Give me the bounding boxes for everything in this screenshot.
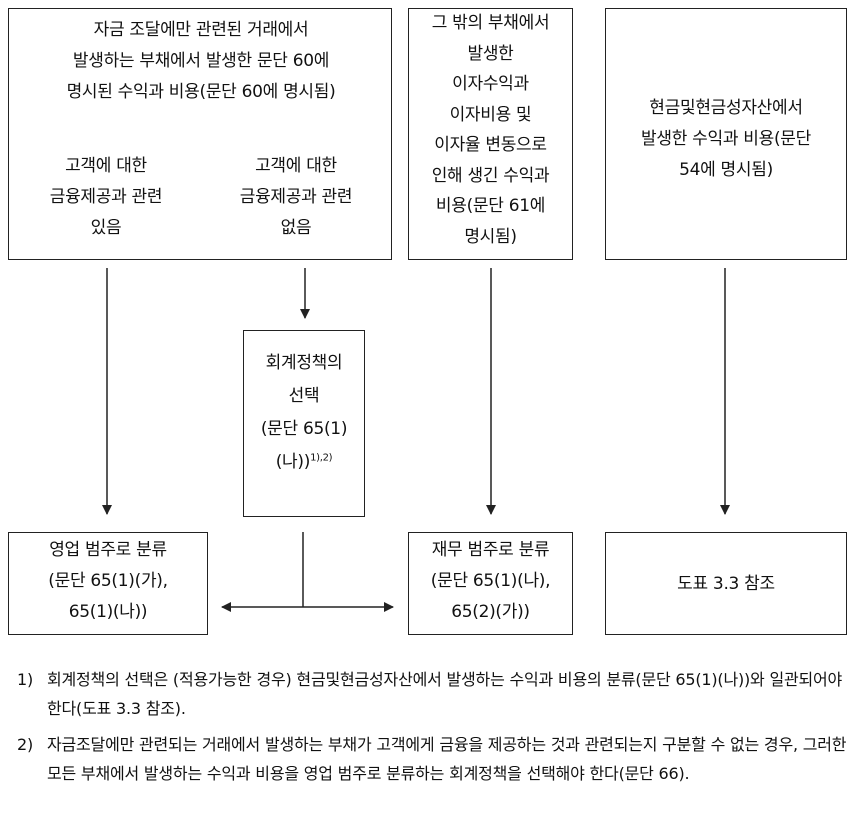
cash-equivalents-text: 현금및현금성자산에서 발생한 수익과 비용(문단 54에 명시됨): [641, 98, 811, 180]
customer-financing-unrelated-label: 고객에 대한 금융제공과 관련 없음: [239, 156, 353, 238]
operating-category-text: 영업 범주로 분류 (문단 65(1)(가), 65(1)(나)): [48, 540, 168, 622]
accounting-policy-box: 회계정책의 선택 (문단 65(1) (나))1),2): [243, 330, 365, 517]
footnote-2-text: 자금조달에만 관련되는 거래에서 발생하는 부채가 고객에게 금융을 제공하는 …: [47, 735, 847, 783]
footnote-2-number: 2): [17, 735, 34, 754]
other-liabilities-box: 그 밖의 부채에서 발생한 이자수익과 이자비용 및 이자율 변동으로 인해 생…: [408, 8, 573, 260]
customer-financing-related-label: 고객에 대한 금융제공과 관련 있음: [49, 156, 163, 238]
financing-liabilities-text: 자금 조달에만 관련된 거래에서 발생하는 부채에서 발생한 문단 60에 명시…: [66, 20, 336, 102]
footnote-ref: 1),2): [310, 452, 333, 464]
financial-category-text: 재무 범주로 분류 (문단 65(1)(나), 65(2)(가)): [430, 540, 551, 622]
financing-liabilities-box: 자금 조달에만 관련된 거래에서 발생하는 부채에서 발생한 문단 60에 명시…: [8, 8, 392, 260]
footnote-1-number: 1): [17, 670, 34, 689]
accounting-policy-text-cont: (나))1),2): [244, 446, 364, 479]
see-exhibit-box: 도표 3.3 참조: [605, 532, 847, 635]
footnote-1-text: 회계정책의 선택은 (적용가능한 경우) 현금및현금성자산에서 발생하는 수익과…: [47, 670, 843, 718]
footnote-2: 2) 자금조달에만 관련되는 거래에서 발생하는 부채가 고객에게 금융을 제공…: [17, 730, 847, 788]
accounting-policy-text: 회계정책의 선택 (문단 65(1): [260, 353, 348, 439]
see-exhibit-text: 도표 3.3 참조: [677, 574, 775, 594]
operating-category-box: 영업 범주로 분류 (문단 65(1)(가), 65(1)(나)): [8, 532, 208, 635]
accounting-policy-ref: (나)): [275, 452, 311, 472]
other-liabilities-text: 그 밖의 부채에서 발생한 이자수익과 이자비용 및 이자율 변동으로 인해 생…: [431, 13, 550, 247]
financial-category-box: 재무 범주로 분류 (문단 65(1)(나), 65(2)(가)): [408, 532, 573, 635]
footnote-1: 1) 회계정책의 선택은 (적용가능한 경우) 현금및현금성자산에서 발생하는 …: [17, 665, 847, 723]
cash-equivalents-box: 현금및현금성자산에서 발생한 수익과 비용(문단 54에 명시됨): [605, 8, 847, 260]
